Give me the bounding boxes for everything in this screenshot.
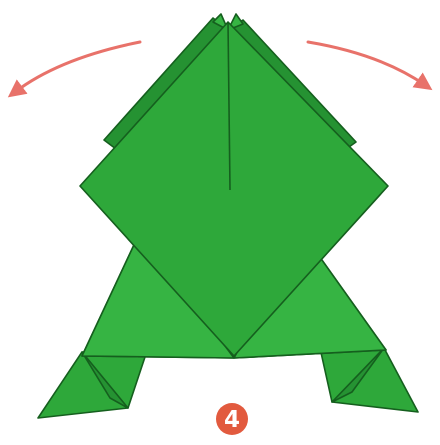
origami-frog xyxy=(38,14,418,418)
left-back-leg xyxy=(38,348,148,418)
step-number-badge: 4 xyxy=(216,403,248,435)
right-back-leg xyxy=(320,348,418,412)
curved-arrow-left-icon xyxy=(15,42,140,92)
curved-arrow-right-icon xyxy=(308,42,425,85)
step-number: 4 xyxy=(224,407,240,433)
